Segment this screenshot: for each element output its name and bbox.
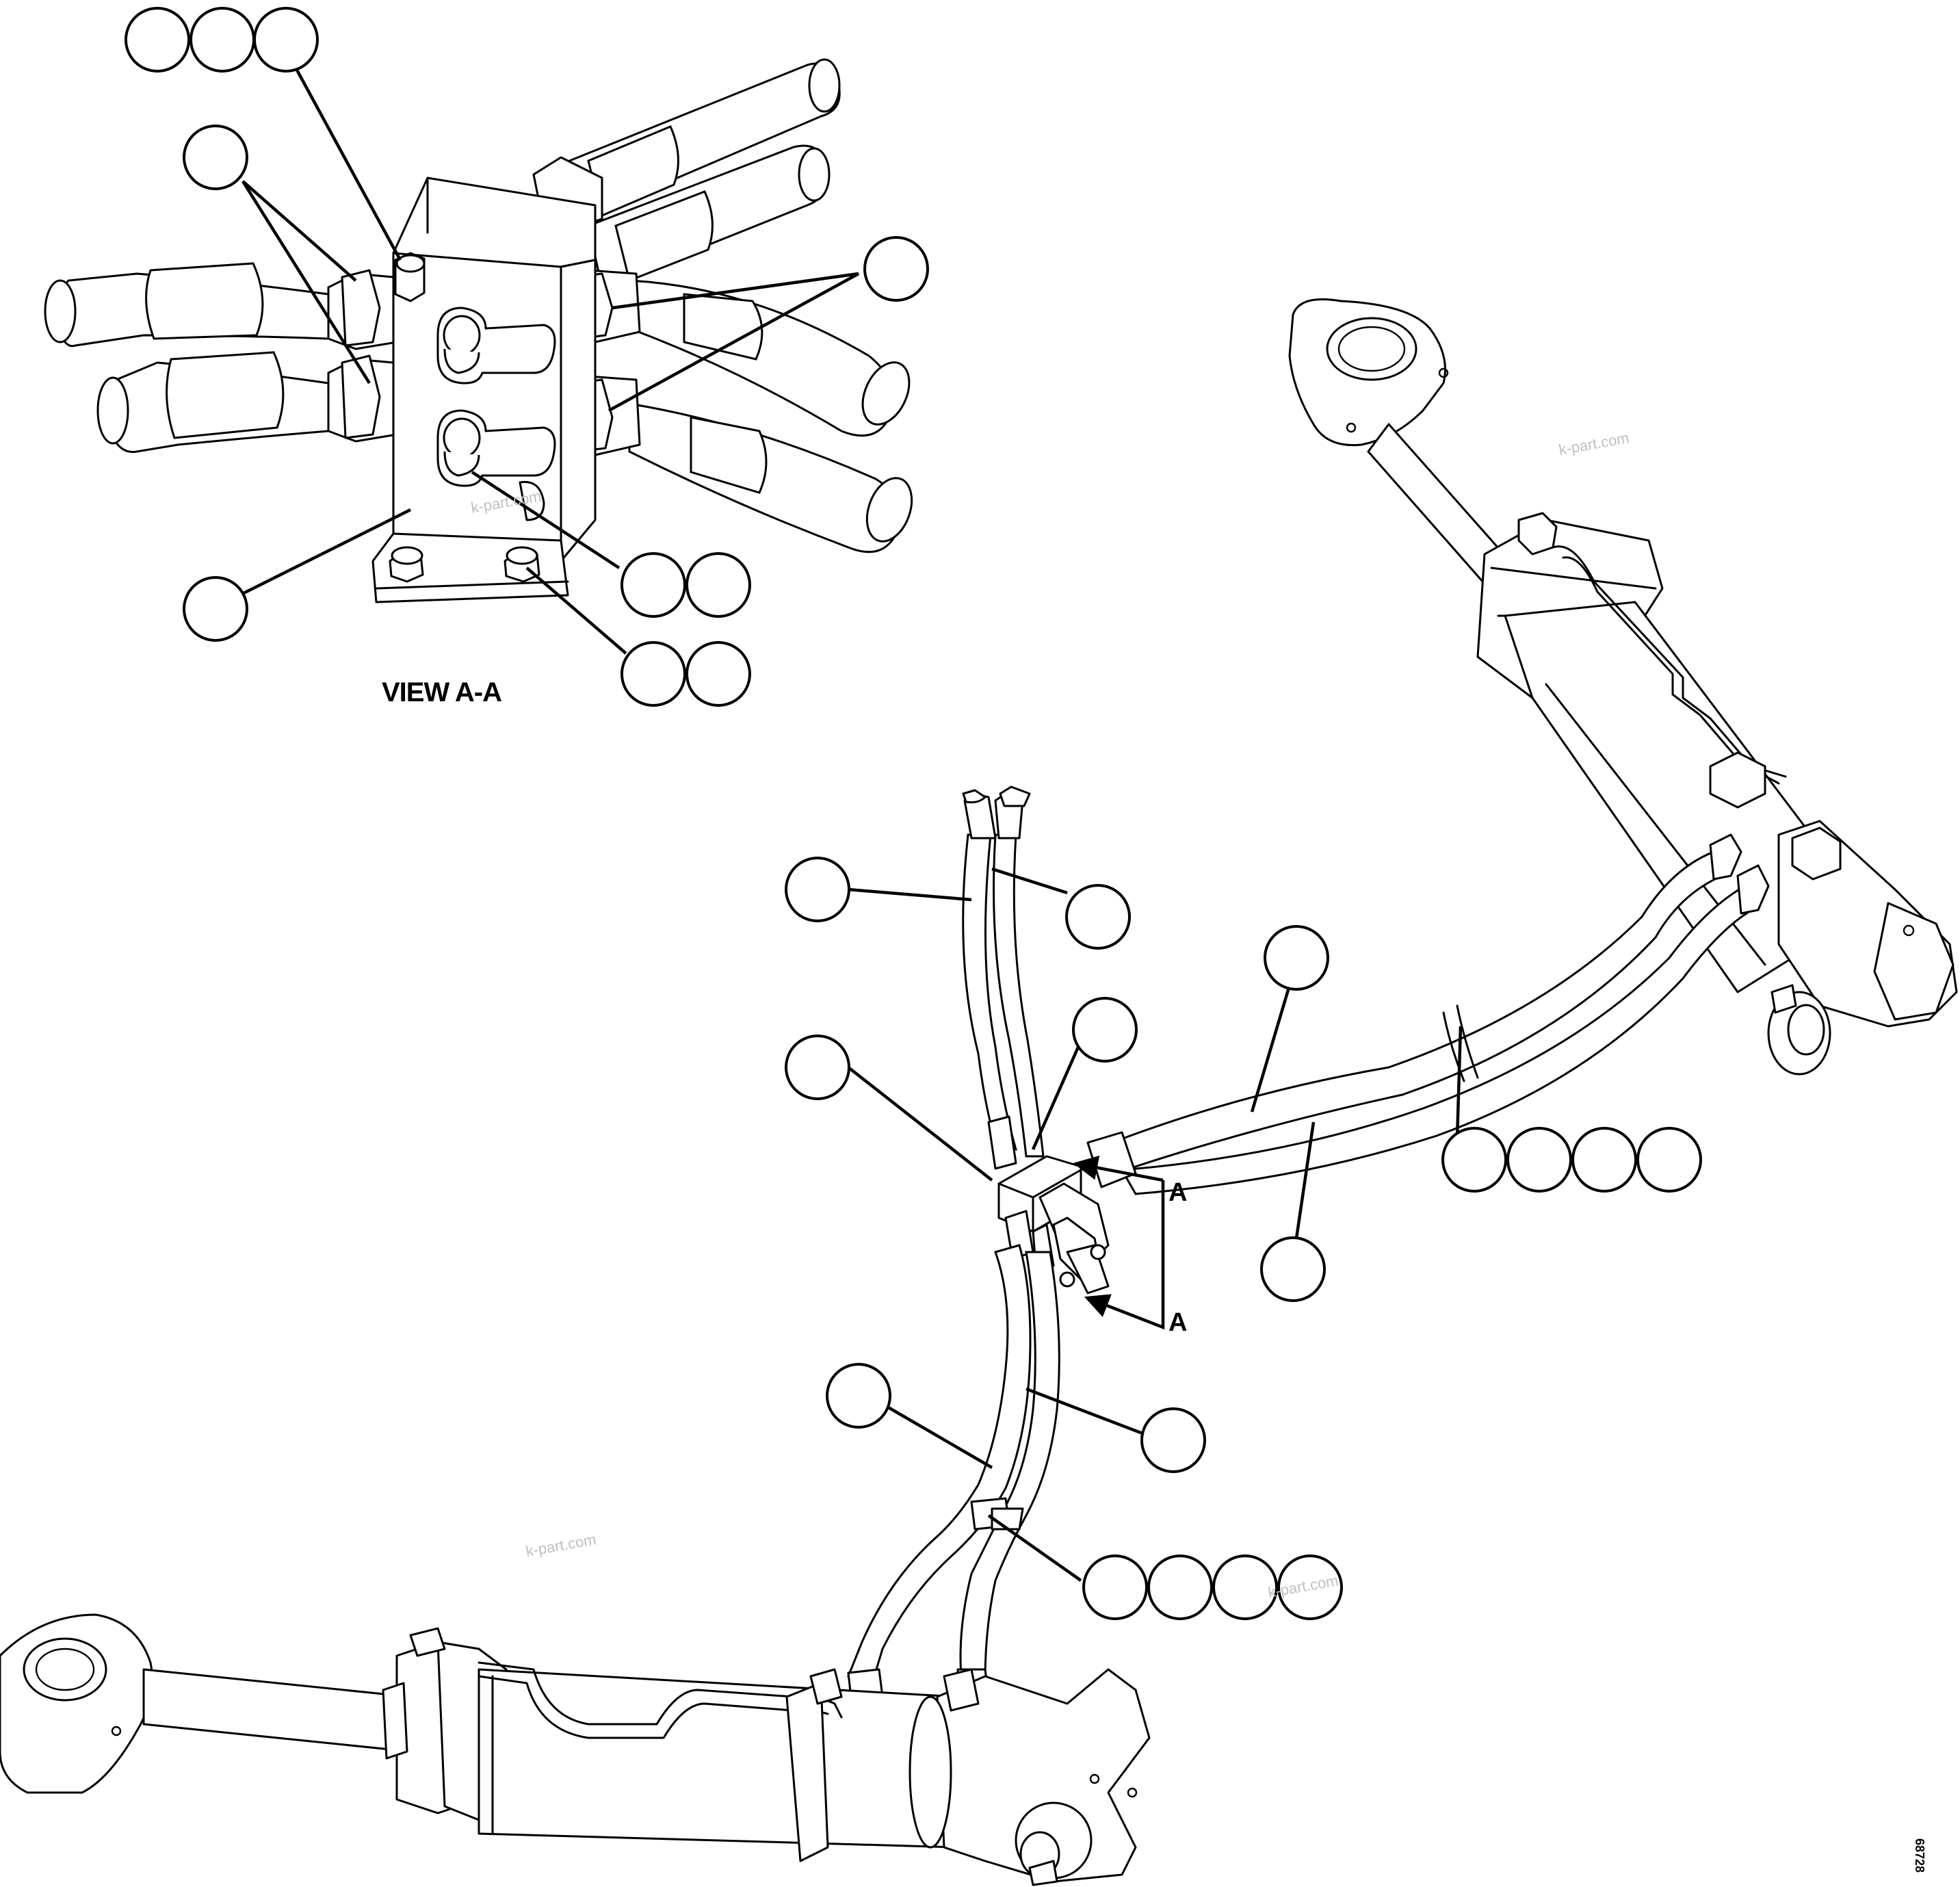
section-label-a-bottom: A — [1168, 1308, 1187, 1337]
balloon — [620, 552, 686, 618]
balloon — [1506, 1127, 1572, 1193]
balloon — [1147, 1554, 1213, 1620]
watermark: k-part.com — [525, 1531, 598, 1560]
callout-balloons — [125, 7, 1702, 1620]
lower-cylinder — [0, 1613, 1151, 1886]
view-aa-label: VIEW A-A — [382, 677, 501, 707]
drawing-number: 68728 — [1913, 1838, 1926, 1873]
balloon — [190, 7, 255, 73]
balloon — [785, 1034, 850, 1100]
balloon — [1571, 1127, 1637, 1193]
balloon — [685, 641, 751, 707]
valve-block — [371, 177, 597, 603]
balloon — [685, 552, 751, 618]
section-label-a-top: A — [1168, 1178, 1187, 1207]
balloon — [1260, 1236, 1326, 1302]
balloon — [620, 641, 686, 707]
watermark: k-part.com — [1558, 429, 1631, 458]
balloon — [125, 7, 190, 73]
balloon — [1140, 1407, 1206, 1473]
left-hoses — [44, 262, 330, 454]
balloon — [1072, 997, 1138, 1063]
balloon — [1082, 1554, 1148, 1620]
left-fittings — [327, 269, 398, 443]
balloon — [253, 7, 319, 73]
balloon — [1636, 1127, 1702, 1193]
balloon — [1212, 1554, 1278, 1620]
balloon — [1277, 1554, 1343, 1620]
section-cut-a: A A — [1073, 1156, 1187, 1337]
balloon — [826, 1363, 891, 1429]
balloon — [183, 576, 248, 642]
balloon — [183, 125, 248, 190]
balloon — [1065, 884, 1131, 950]
balloon — [1264, 925, 1329, 991]
right-hoses — [628, 279, 913, 554]
balloon — [785, 857, 850, 922]
view-aa-valve-detail — [44, 58, 913, 603]
balloon — [863, 236, 929, 302]
leader-lines — [231, 64, 1463, 1582]
balloon — [1441, 1127, 1507, 1193]
rear-hoses — [532, 58, 841, 289]
center-assembly: A A — [836, 785, 1770, 1739]
